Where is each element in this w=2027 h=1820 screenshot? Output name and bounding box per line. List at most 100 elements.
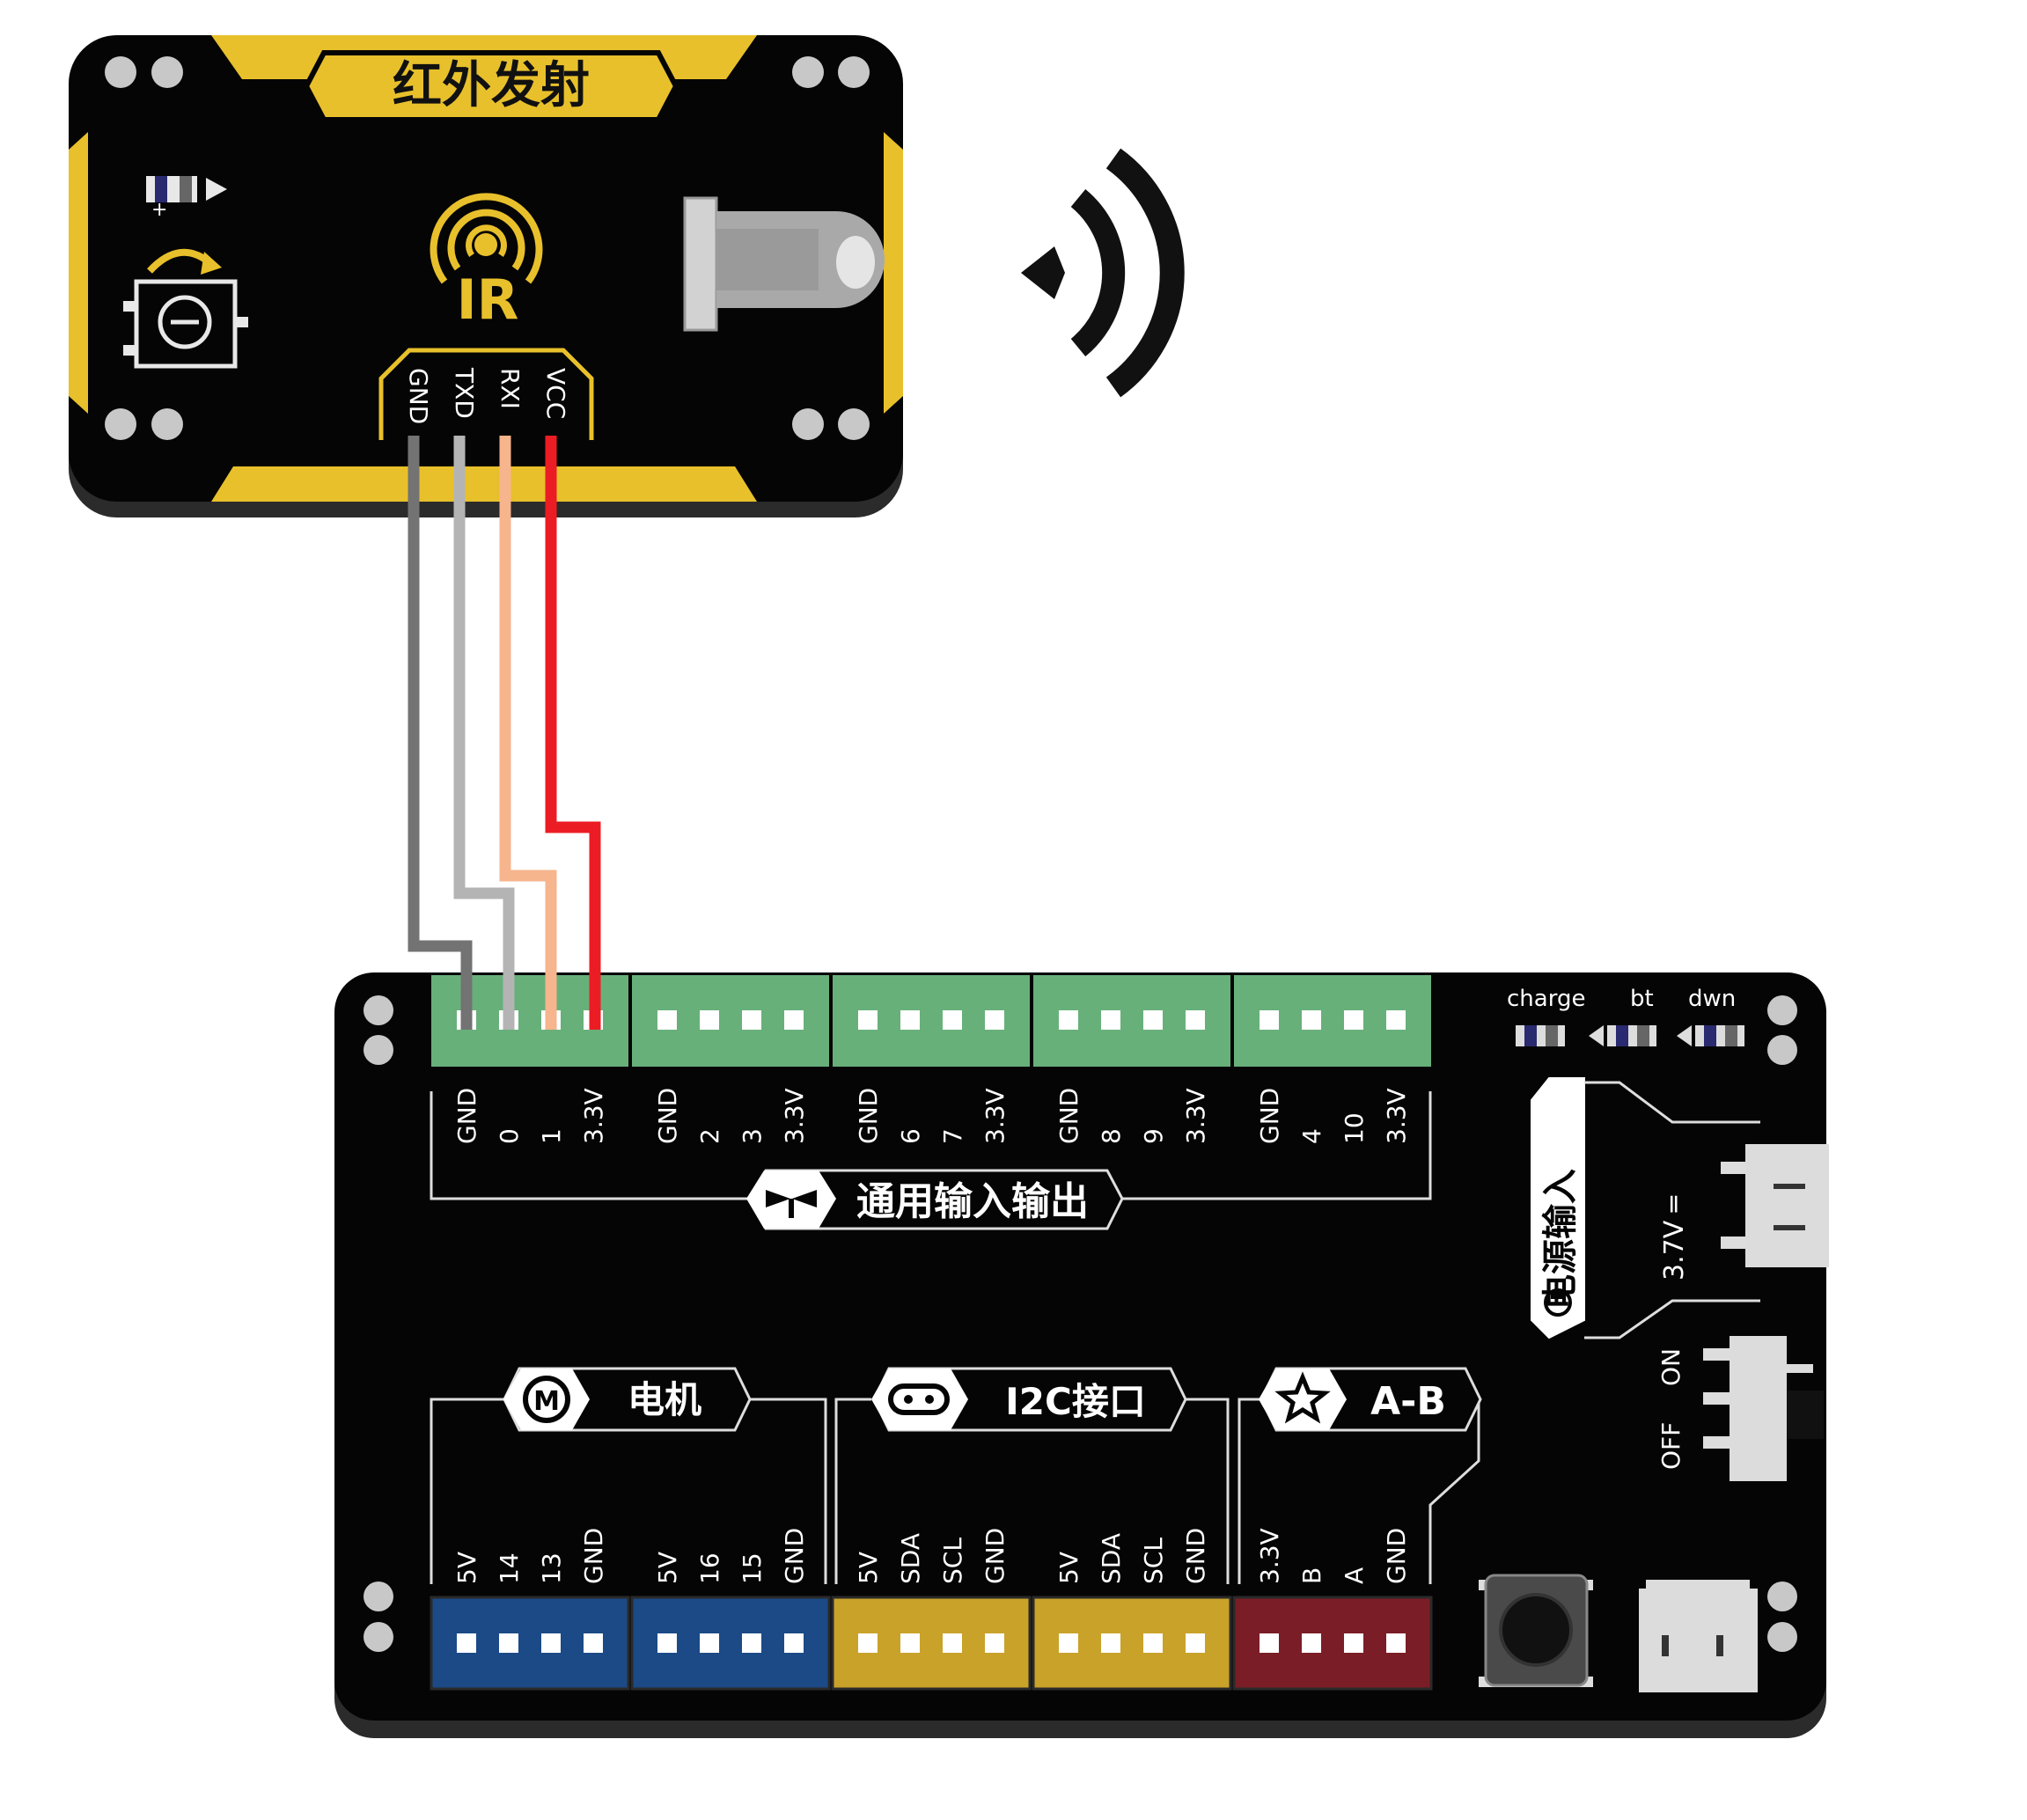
gpio-pin-1-1[interactable] (700, 1010, 719, 1030)
ir-pin-label-rxi: RXI (496, 368, 525, 409)
switch-knob[interactable] (1787, 1391, 1824, 1439)
gpio-pin-1-2[interactable] (742, 1010, 761, 1030)
bottom-pin-label: 3.3V (1255, 1528, 1284, 1584)
bottom-pin-label: 14 (495, 1552, 524, 1584)
board-pcb (334, 972, 1826, 1721)
ir-frame-bottom (211, 466, 757, 502)
motor-icon: M (523, 1376, 570, 1423)
switch-off-label: OFF (1656, 1422, 1685, 1470)
ir-mounting-holes (105, 56, 870, 440)
bottom-headers (430, 1596, 1433, 1691)
power-title-banner (1531, 1077, 1585, 1339)
bottom-pin-3-1[interactable] (1101, 1633, 1120, 1653)
gpio-pin-4-3[interactable] (1386, 1010, 1406, 1030)
gpio-pin-label: GND (1054, 1088, 1083, 1144)
bottom-pin-4-2[interactable] (1344, 1633, 1363, 1653)
ir-pin-header-outline (378, 348, 594, 440)
i2c-icon-bg (871, 1369, 968, 1430)
bottom-pin-label: SDA (896, 1533, 925, 1584)
status-label-charge: charge (1507, 986, 1585, 1012)
gpio-pin-1-3[interactable] (784, 1010, 804, 1030)
gpio-pin-label: 3.3V (579, 1088, 608, 1144)
ir-led-icon (683, 196, 885, 332)
motor-icon-letter: M (533, 1386, 560, 1417)
gpio-pin-2-0[interactable] (858, 1010, 878, 1030)
gpio-pin-label: 7 (938, 1128, 967, 1144)
bottom-pin-label: 5V (854, 1552, 883, 1584)
bottom-pin-label: 5V (1054, 1552, 1083, 1584)
bottom-pin-3-0[interactable] (1059, 1633, 1078, 1653)
gpio-pin-label: 1 (537, 1128, 566, 1144)
gpio-pin-3-2[interactable] (1143, 1010, 1163, 1030)
gpio-pin-1-0[interactable] (657, 1010, 677, 1030)
gpio-pin-3-1[interactable] (1101, 1010, 1120, 1030)
bottom-pin-2-3[interactable] (985, 1633, 1004, 1653)
gpio-pin-4-0[interactable] (1260, 1010, 1279, 1030)
motor-icon-bg (503, 1369, 590, 1430)
bottom-pin-3-2[interactable] (1143, 1633, 1163, 1653)
power-switch[interactable] (1703, 1336, 1824, 1481)
bottom-pin-label: GND (980, 1528, 1010, 1584)
jumper-wires (408, 436, 601, 1030)
gpio-pin-2-2[interactable] (943, 1010, 962, 1030)
bottom-pin-1-2[interactable] (742, 1633, 761, 1653)
gpio-pin-4-1[interactable] (1302, 1010, 1321, 1030)
ir-module-title: 红外发射 (393, 57, 590, 114)
bottom-pin-2-2[interactable] (943, 1633, 962, 1653)
i2c-link-icon (888, 1383, 950, 1415)
motor-bracket (430, 1398, 827, 1584)
ir-pin-labels: GND TXD RXI VCC (404, 367, 570, 424)
bottom-pin-4-0[interactable] (1260, 1633, 1279, 1653)
bottom-pin-label: GND (1382, 1528, 1411, 1584)
bottom-pin-label: SCL (1139, 1537, 1168, 1584)
gpio-pin-4-2[interactable] (1344, 1010, 1363, 1030)
ab-section: A-B (1237, 1367, 1482, 1584)
ir-pin-label-vcc: VCC (541, 368, 570, 419)
bottom-pin-label: SDA (1097, 1533, 1126, 1584)
plug-icon (1544, 1288, 1572, 1317)
bottom-pin-0-3[interactable] (584, 1633, 603, 1653)
ab-title: A-B (1370, 1379, 1446, 1424)
bottom-pin-1-1[interactable] (700, 1633, 719, 1653)
gpio-pin-label: 3.3V (1181, 1088, 1210, 1144)
bottom-pin-2-1[interactable] (900, 1633, 920, 1653)
bottom-pin-0-0[interactable] (457, 1633, 476, 1653)
gpio-pin-label: GND (653, 1088, 682, 1144)
bottom-pin-4-3[interactable] (1386, 1633, 1406, 1653)
motor-title: 电机 (628, 1378, 701, 1421)
motor-section: M 电机 (430, 1367, 827, 1584)
bottom-pin-3-3[interactable] (1186, 1633, 1205, 1653)
gpio-pin-2-1[interactable] (900, 1010, 920, 1030)
status-label-bt: bt (1630, 986, 1654, 1012)
bottom-pin-4-1[interactable] (1302, 1633, 1321, 1653)
bottom-pin-0-2[interactable] (541, 1633, 561, 1653)
charge-led-icon (1516, 1025, 1565, 1046)
potentiometer-icon (123, 248, 248, 369)
bottom-pin-label: 13 (537, 1552, 566, 1584)
wire-txd (453, 436, 515, 1030)
i2c-section: I2C接口 (834, 1367, 1230, 1584)
gpio-pin-3-0[interactable] (1059, 1010, 1078, 1030)
bottom-pin-label: 16 (695, 1552, 724, 1584)
reset-button[interactable] (1479, 1574, 1593, 1687)
gpio-pin-3-3[interactable] (1186, 1010, 1205, 1030)
bottom-pin-1-3[interactable] (784, 1633, 804, 1653)
ir-title-banner (303, 50, 679, 122)
bottom-pin-1-0[interactable] (657, 1633, 677, 1653)
gpio-pin-label: 2 (695, 1128, 724, 1144)
gpio-pin-label: 4 (1297, 1128, 1326, 1144)
gpio-pin-label: 3.3V (980, 1088, 1010, 1144)
bottom-pin-label: A (1340, 1567, 1369, 1584)
bottom-pin-0-1[interactable] (499, 1633, 518, 1653)
svg-text:+: + (151, 199, 167, 221)
gpio-pin-label: 0 (495, 1128, 524, 1144)
switch-on-label: ON (1656, 1348, 1685, 1386)
gpio-pin-2-3[interactable] (985, 1010, 1004, 1030)
power-outline (1584, 1081, 1760, 1339)
io-arrows-icon (766, 1190, 817, 1218)
ir-pin-label-txd: TXD (450, 367, 479, 419)
bottom-pin-2-0[interactable] (858, 1633, 878, 1653)
